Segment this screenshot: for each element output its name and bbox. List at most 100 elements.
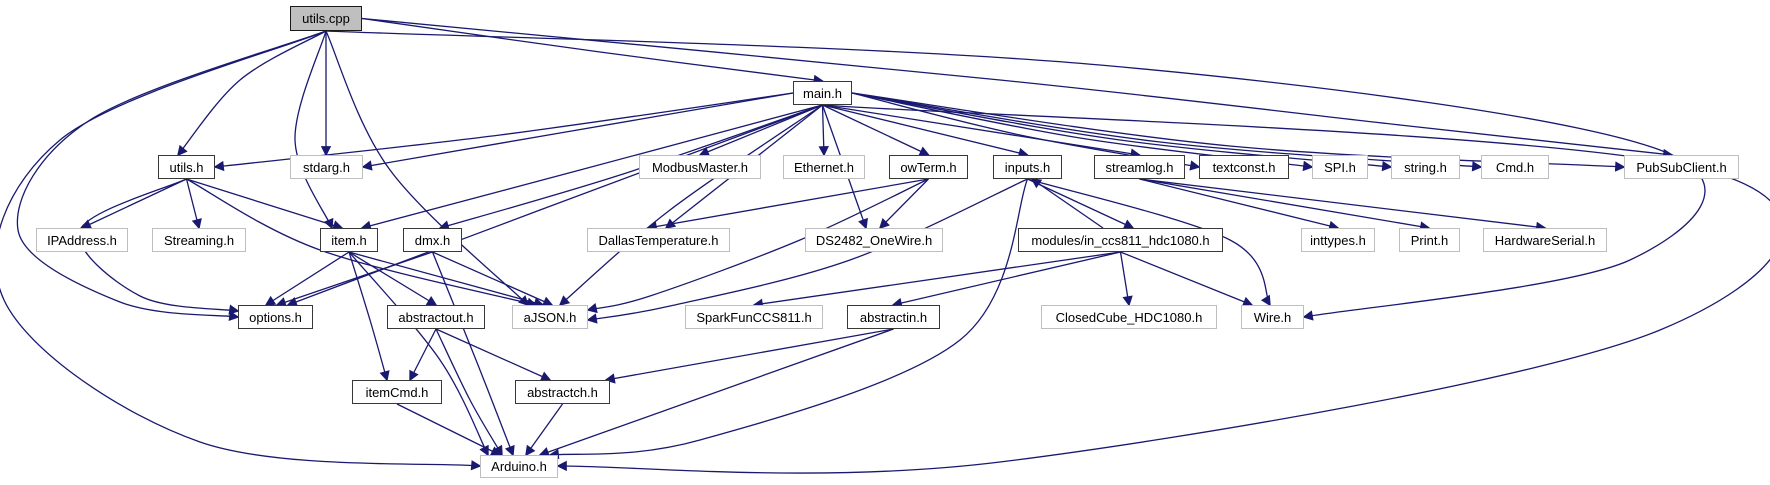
- node-label: inputs.h: [1004, 159, 1051, 175]
- node-label: Cmd.h: [1495, 159, 1535, 175]
- graph-node-abstractout[interactable]: abstractout.h: [387, 305, 485, 329]
- graph-node-itemcmd[interactable]: itemCmd.h: [352, 380, 442, 404]
- node-label: ClosedCube_HDC1080.h: [1055, 309, 1203, 325]
- include-edge-streamlog-to-inttypes: [1139, 178, 1340, 231]
- node-label: DallasTemperature.h: [598, 232, 719, 248]
- node-label: aJSON.h: [523, 309, 577, 325]
- include-edge-abstractout-to-abstractch: [435, 328, 552, 382]
- graph-node-utils-cpp: utils.cpp: [290, 6, 362, 31]
- graph-node-utils-h[interactable]: utils.h: [158, 155, 215, 179]
- node-label: Wire.h: [1253, 309, 1292, 325]
- graph-node-dallas: DallasTemperature.h: [587, 228, 730, 252]
- include-edge-abstractout-to-arduino: [435, 328, 503, 457]
- graph-node-dmx[interactable]: dmx.h: [403, 228, 462, 252]
- node-label: modules/in_ccs811_hdc1080.h: [1031, 232, 1210, 248]
- node-label: IPAddress.h: [47, 232, 117, 248]
- node-label: Ethernet.h: [794, 159, 854, 175]
- node-label: HardwareSerial.h: [1494, 232, 1596, 248]
- include-edge-abstractin-to-abstractch: [604, 328, 894, 384]
- node-label: itemCmd.h: [365, 384, 429, 400]
- include-edge-inputs-to-ajson: [586, 178, 1028, 324]
- graph-node-spi: SPI.h: [1312, 155, 1368, 179]
- graph-node-item[interactable]: item.h: [320, 228, 378, 252]
- node-label: SparkFunCCS811.h: [696, 309, 812, 325]
- graph-node-options[interactable]: options.h: [238, 305, 313, 329]
- graph-node-streamlog[interactable]: streamlog.h: [1094, 155, 1185, 179]
- include-edge-dmx-to-options: [275, 251, 433, 308]
- include-edge-utils-h-to-ipaddress: [80, 178, 187, 229]
- include-edge-main-h-to-owterm: [822, 104, 930, 156]
- include-edge-modules-to-closedcube: [1119, 251, 1133, 307]
- include-edge-modules-to-wire: [1120, 251, 1254, 307]
- graph-node-inputs[interactable]: inputs.h: [993, 155, 1062, 179]
- graph-node-modbus: ModbusMaster.h: [639, 155, 761, 179]
- include-edge-main-h-to-ethernet: [818, 104, 829, 157]
- graph-node-string-h: string.h: [1391, 155, 1460, 179]
- include-edge-utils-cpp-to-utils-h: [177, 30, 327, 157]
- graph-node-print: Print.h: [1399, 228, 1460, 252]
- include-edge-dmx-to-ajson: [432, 251, 554, 307]
- node-label: streamlog.h: [1105, 159, 1174, 175]
- node-label: item.h: [331, 232, 367, 248]
- include-edge-utils-cpp-to-wire: [325, 30, 1706, 321]
- node-label: textconst.h: [1212, 159, 1276, 175]
- graph-node-modules[interactable]: modules/in_ccs811_hdc1080.h: [1018, 228, 1223, 252]
- include-edge-main-h-to-arduino: [556, 104, 1770, 474]
- graph-node-cmd: Cmd.h: [1481, 155, 1549, 179]
- include-edge-main-h-to-streamlog: [822, 104, 1142, 159]
- include-edge-modules-to-inputs: [1030, 178, 1104, 229]
- graph-node-abstractin[interactable]: abstractin.h: [847, 305, 940, 329]
- include-edge-modules-to-sparkfun: [752, 251, 1121, 309]
- include-edge-utils-h-to-item: [186, 178, 344, 231]
- include-edge-streamlog-to-hwserial: [1139, 178, 1547, 233]
- graph-node-ethernet: Ethernet.h: [783, 155, 865, 179]
- include-edge-utils-cpp-to-options: [16, 30, 327, 322]
- graph-node-ipaddress: IPAddress.h: [36, 228, 128, 252]
- graph-node-abstractch[interactable]: abstractch.h: [515, 380, 610, 404]
- include-edge-itemcmd-to-arduino: [396, 403, 502, 456]
- include-edge-item-to-ajson: [348, 251, 545, 308]
- include-edge-main-h-to-modbus: [698, 104, 823, 157]
- graph-node-sparkfun: SparkFunCCS811.h: [685, 305, 823, 329]
- include-edge-item-to-abstractout: [348, 251, 438, 306]
- node-label: Arduino.h: [491, 459, 547, 474]
- graph-node-textconst[interactable]: textconst.h: [1199, 155, 1289, 179]
- node-label: main.h: [802, 85, 843, 101]
- include-edge-utils-h-to-options: [78, 178, 240, 315]
- include-edge-abstractout-to-itemcmd: [409, 328, 437, 382]
- node-label: options.h: [249, 309, 302, 325]
- include-edge-inputs-to-modules: [1027, 178, 1135, 229]
- include-edge-owterm-to-dallas: [646, 178, 929, 232]
- include-edge-dmx-to-arduino: [431, 251, 515, 457]
- include-edge-item-to-itemcmd: [348, 251, 390, 382]
- node-label: string.h: [1404, 159, 1447, 175]
- include-edge-streamlog-to-print: [1139, 178, 1431, 232]
- node-label: DS2482_OneWire.h: [815, 232, 933, 248]
- include-edge-main-h-to-utils-h: [213, 92, 794, 172]
- node-label: SPI.h: [1324, 159, 1356, 175]
- include-edge-abstractin-to-arduino: [538, 328, 894, 457]
- graph-node-ds2482: DS2482_OneWire.h: [805, 228, 943, 252]
- graph-node-closedcube: ClosedCube_HDC1080.h: [1041, 305, 1217, 329]
- include-edge-item-to-arduino: [348, 251, 489, 457]
- graph-node-owterm[interactable]: owTerm.h: [889, 155, 968, 179]
- node-label: Print.h: [1410, 232, 1449, 248]
- node-label: ModbusMaster.h: [651, 159, 749, 175]
- graph-node-streaming: Streaming.h: [152, 228, 246, 252]
- node-label: inttypes.h: [1310, 232, 1366, 248]
- node-label: abstractin.h: [859, 309, 928, 325]
- graph-node-hwserial: HardwareSerial.h: [1483, 228, 1607, 252]
- graph-node-stdarg-h: stdarg.h: [290, 155, 363, 179]
- graph-node-main-h[interactable]: main.h: [793, 81, 852, 105]
- include-edge-main-h-to-inputs: [822, 104, 1030, 158]
- node-label: stdarg.h: [303, 159, 350, 175]
- graph-node-arduino: Arduino.h: [480, 455, 558, 478]
- include-edge-inputs-to-arduino: [548, 178, 1029, 460]
- include-edge-abstractch-to-arduino: [525, 403, 564, 457]
- include-edge-main-h-to-item: [360, 104, 823, 231]
- include-edge-utils-cpp-to-main-h: [361, 17, 825, 86]
- node-label: dmx.h: [414, 232, 451, 248]
- node-label: owTerm.h: [900, 159, 957, 175]
